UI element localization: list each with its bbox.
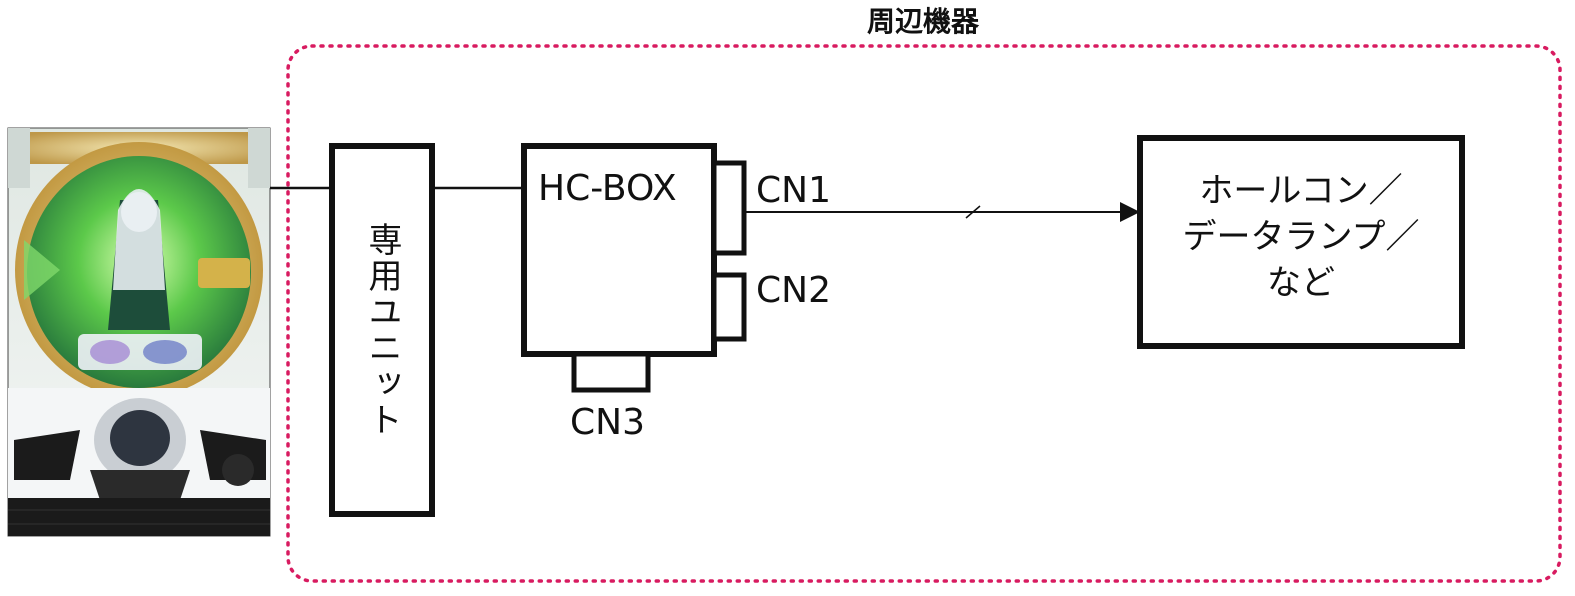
- dedicated-unit-label: 専用ユニット: [362, 222, 402, 438]
- cn2-label: CN2: [756, 270, 831, 311]
- pachinko-machine-icon: [7, 127, 271, 537]
- cn3-connector: [571, 351, 651, 393]
- arrow-break-mark: [965, 205, 981, 219]
- dedicated-unit-box: [329, 143, 435, 517]
- peripheral-group-title: 周辺機器: [867, 5, 980, 38]
- hall-computer-box: [1137, 135, 1465, 349]
- hall-computer-label-line1: ホールコン／: [1199, 171, 1402, 211]
- hcbox-box: [521, 143, 717, 357]
- hall-computer-label-line3: など: [1267, 263, 1335, 303]
- hcbox-label: HC-BOX: [538, 168, 677, 209]
- cn2-connector: [711, 272, 747, 342]
- hall-computer-label-line2: データランプ／: [1183, 217, 1420, 257]
- cn1-label: CN1: [756, 170, 831, 211]
- peripheral-group-border: [286, 44, 1562, 583]
- cn3-label: CN3: [570, 402, 645, 443]
- cn1-connector: [711, 160, 747, 256]
